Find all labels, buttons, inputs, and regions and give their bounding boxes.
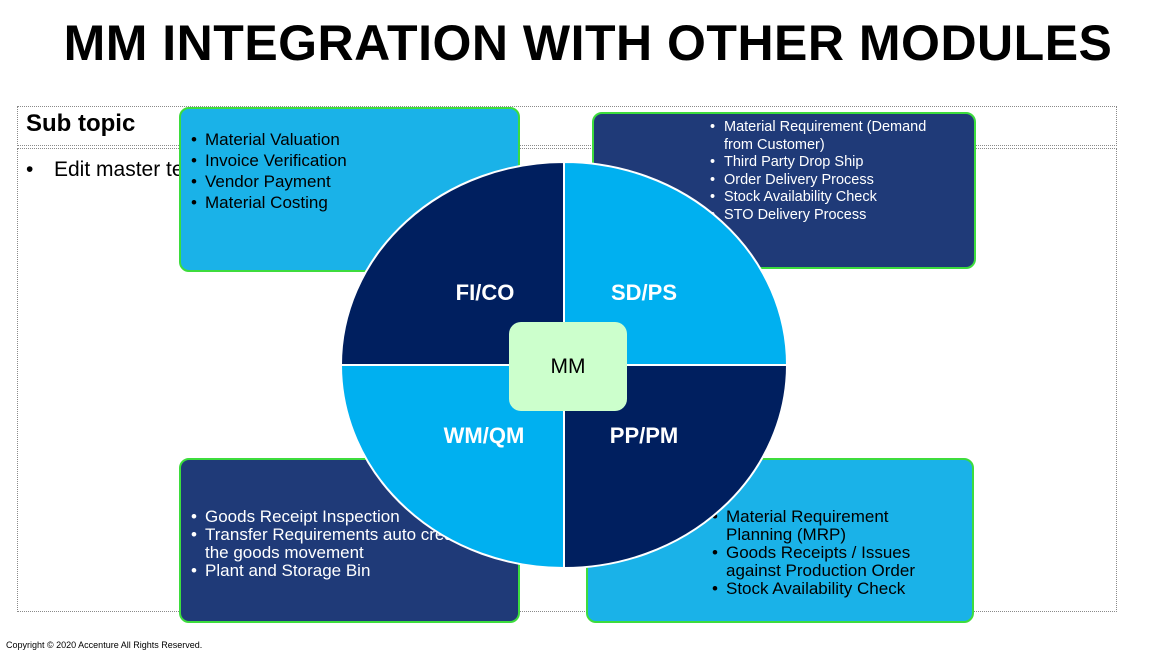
fico-item: Material Costing (185, 192, 518, 213)
wmqm-item: Plant and Storage Bin (185, 562, 508, 581)
body-placeholder[interactable] (17, 148, 1117, 612)
wmqm-box: Goods Receipt Inspection Transfer Requir… (179, 458, 520, 623)
sdps-item: Stock Availability Check (704, 189, 954, 207)
mm-label: MM (551, 355, 586, 378)
ppmm-quadrant (563, 364, 789, 570)
fico-item: Vendor Payment (185, 171, 518, 192)
fico-item: Material Valuation (185, 129, 518, 150)
module-wheel: FI/CO SD/PS WM/QM PP/PM MM (340, 160, 789, 570)
body-bullet: • (26, 158, 34, 181)
wmqm-quadrant (340, 364, 565, 570)
fico-box: Material Valuation Invoice Verification … (179, 107, 520, 272)
ppmm-item: Stock Availability Check (706, 580, 952, 599)
sdps-item: Material Requirement (Demand from Custom… (704, 119, 954, 154)
slide-title: MM INTEGRATION WITH OTHER MODULES (63, 15, 1113, 71)
fico-label: FI/CO (456, 280, 515, 305)
sdps-quadrant (563, 160, 789, 366)
ppmm-label: PP/PM (610, 423, 678, 448)
copyright-text: Copyright © 2020 Accenture All Rights Re… (6, 640, 203, 650)
ppmm-item: Goods Receipts / Issues against Producti… (706, 544, 952, 580)
subtitle-placeholder[interactable] (17, 106, 1117, 146)
fico-item: Invoice Verification (185, 150, 518, 171)
sdps-label: SD/PS (611, 280, 677, 305)
mm-center-box (509, 322, 627, 411)
wmqm-item: Transfer Requirements auto creation for … (185, 526, 508, 562)
wmqm-item: Goods Receipt Inspection (185, 508, 508, 527)
wmqm-label: WM/QM (444, 423, 525, 448)
sdps-item: Order Delivery Process (704, 172, 954, 190)
fico-quadrant (340, 160, 565, 366)
sdps-item: Third Party Drop Ship (704, 154, 954, 172)
sub-topic-text: Sub topic (26, 110, 136, 137)
ppmm-item: Material Requirement Planning (MRP) (706, 508, 952, 544)
